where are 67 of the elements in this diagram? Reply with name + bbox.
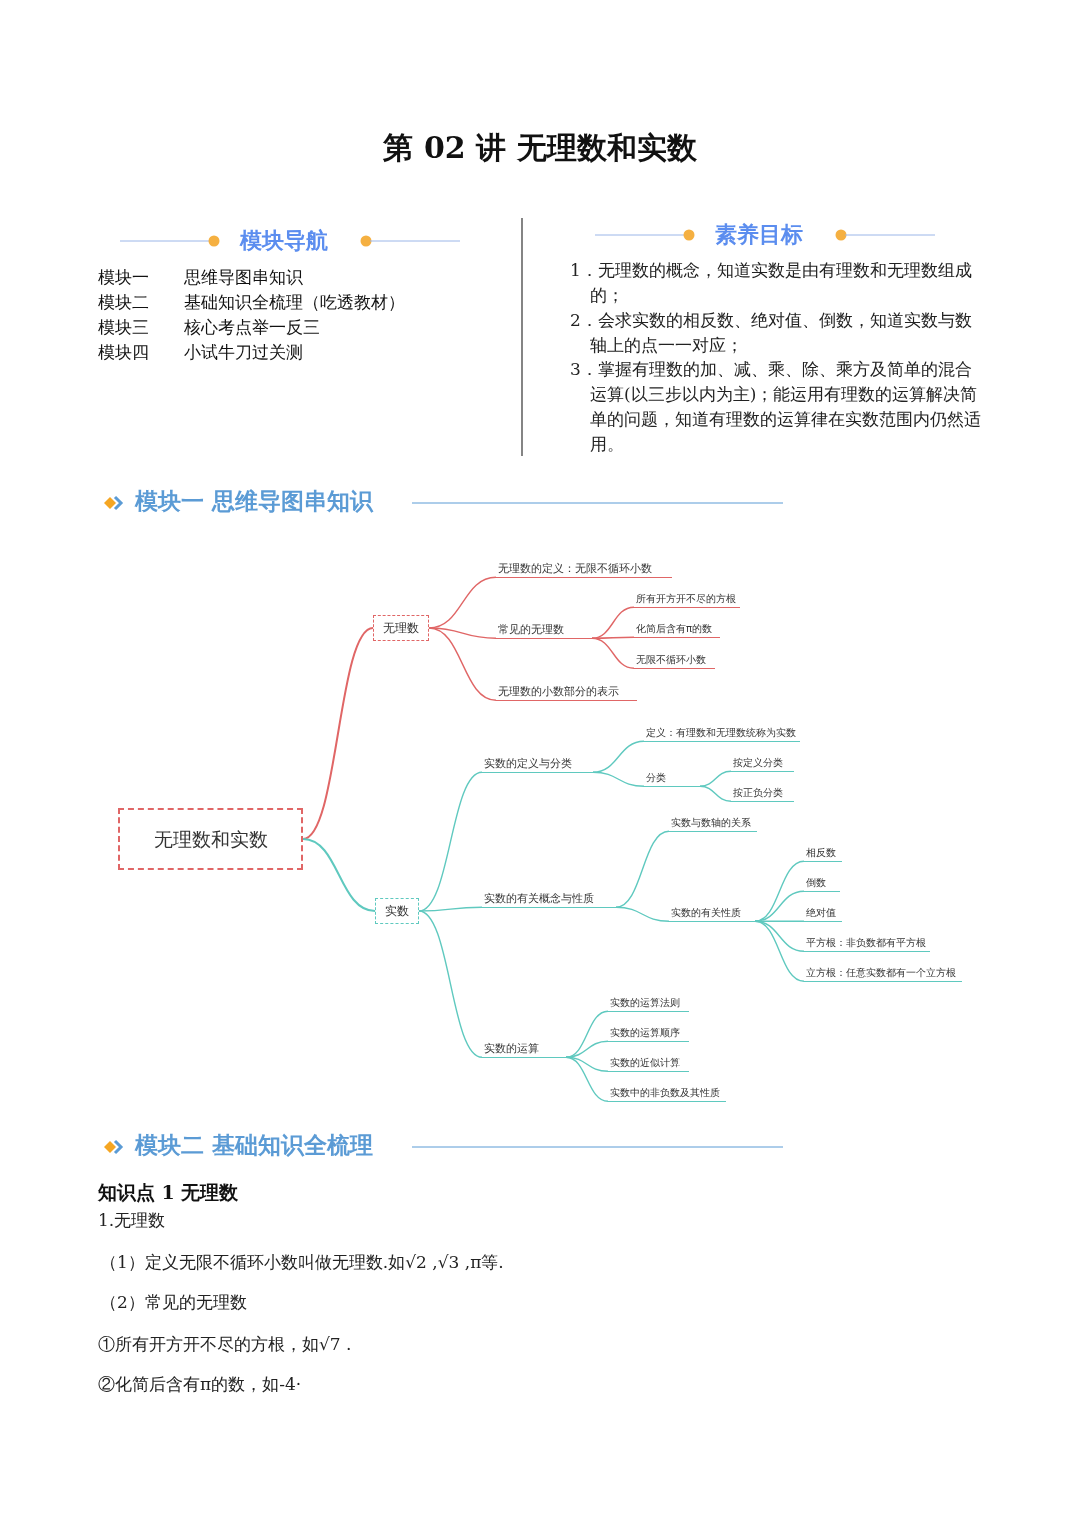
topic-label: 按正负分类 bbox=[731, 786, 794, 802]
knowledge-heading: 知识点 1 无理数 bbox=[98, 1180, 239, 1205]
topic-label: 按定义分类 bbox=[731, 756, 794, 772]
branch-connector bbox=[699, 770, 732, 787]
topic-label: 倒数 bbox=[804, 876, 840, 892]
topic-label: 实数的有关概念与性质 bbox=[482, 891, 616, 908]
branch-topic-box: 无理数 bbox=[373, 615, 429, 641]
topic-label: 定义：有理数和无理数统称为实数 bbox=[644, 726, 800, 742]
branch-connector bbox=[754, 860, 805, 922]
topic-label: 常见的无理数 bbox=[496, 622, 592, 639]
branch-connector bbox=[565, 1056, 609, 1102]
module-item: 思维导图串知识 bbox=[184, 266, 303, 289]
section-heading: 素养目标 bbox=[715, 222, 803, 247]
branch-connector bbox=[418, 906, 483, 912]
body-text: ①所有开方开不尽的方根，如√7 . bbox=[98, 1333, 352, 1356]
goal-item: 1．无理数的概念，知道实数是由有理数和无理数组成的； bbox=[570, 259, 973, 307]
body-text: ②化简后含有π的数，如-4· bbox=[98, 1373, 302, 1396]
branch-connector bbox=[592, 771, 645, 787]
section-heading: 模块导航 bbox=[240, 228, 328, 253]
topic-label: 无理数的定义：无限不循环小数 bbox=[496, 561, 672, 578]
goal-item: 2．会求实数的相反数、绝对值、倒数，知道实数与数轴上的点一一对应； bbox=[570, 309, 973, 357]
topic-label: 实数的定义与分类 bbox=[482, 756, 593, 773]
topic-label: 无限不循环小数 bbox=[634, 653, 715, 669]
module-item: 基础知识全梳理（吃透教材） bbox=[184, 291, 405, 314]
topic-label: 实数的运算法则 bbox=[608, 996, 689, 1012]
branch-connector bbox=[754, 890, 805, 922]
topic-label: 实数的近似计算 bbox=[608, 1056, 689, 1072]
branch-topic-box: 实数 bbox=[375, 898, 419, 924]
topic-label: 实数与数轴的关系 bbox=[669, 816, 757, 832]
branch-connector bbox=[754, 920, 805, 982]
body-text: （2）常见的无理数 bbox=[100, 1291, 247, 1314]
module-item: 核心考点举一反三 bbox=[184, 316, 320, 339]
branch-connector bbox=[565, 1040, 609, 1058]
body-text: （1）定义无限不循环小数叫做无理数.如√2 ,√3 ,π等. bbox=[100, 1251, 504, 1274]
topic-label: 绝对值 bbox=[804, 906, 842, 922]
branch-connector bbox=[428, 627, 497, 639]
body-text: 1.无理数 bbox=[98, 1209, 166, 1232]
branch-connector bbox=[591, 606, 635, 639]
topic-label: 实数的运算 bbox=[482, 1041, 566, 1058]
topic-label: 立方根：任意实数都有一个立方根 bbox=[804, 966, 962, 982]
topic-label: 化简后含有π的数 bbox=[634, 622, 720, 638]
topic-label: 相反数 bbox=[804, 846, 842, 862]
topic-label: 实数的有关性质 bbox=[669, 906, 755, 922]
topic-label: 平方根：非负数都有平方根 bbox=[804, 936, 930, 952]
topic-label: 实数的运算顺序 bbox=[608, 1026, 689, 1042]
branch-connector bbox=[428, 627, 497, 701]
module-item: 模块三 bbox=[98, 316, 149, 339]
branch-connector bbox=[699, 785, 732, 802]
section-heading: 模块二 基础知识全梳理 bbox=[135, 1132, 373, 1157]
topic-label: 分类 bbox=[644, 771, 700, 787]
topic-label: 所有开方开不尽的方根 bbox=[634, 592, 740, 608]
module-item: 小试牛刀过关测 bbox=[184, 341, 303, 364]
branch-connector bbox=[302, 838, 376, 912]
module-item: 模块一 bbox=[98, 266, 149, 289]
branch-connector bbox=[591, 637, 635, 669]
page-title: 第 02 讲 无理数和实数 bbox=[382, 129, 698, 167]
branch-connector bbox=[418, 910, 483, 1058]
topic-label: 无理数的小数部分的表示 bbox=[496, 684, 637, 701]
branch-connector bbox=[615, 906, 670, 922]
root-topic-box: 无理数和实数 bbox=[118, 808, 303, 870]
module-item: 模块二 bbox=[98, 291, 149, 314]
section-heading: 模块一 思维导图串知识 bbox=[135, 488, 373, 513]
topic-label: 实数中的非负数及其性质 bbox=[608, 1086, 726, 1102]
branch-connector bbox=[592, 740, 645, 773]
module-item: 模块四 bbox=[98, 341, 149, 364]
goal-item: 3．掌握有理数的加、减、乘、除、乘方及简单的混合运算(以三步以内为主)；能运用有理数的运算解决简单的问题，知道有理数的运算律在实数范围内仍然适用。 bbox=[570, 358, 982, 456]
branch-connector bbox=[615, 830, 670, 908]
